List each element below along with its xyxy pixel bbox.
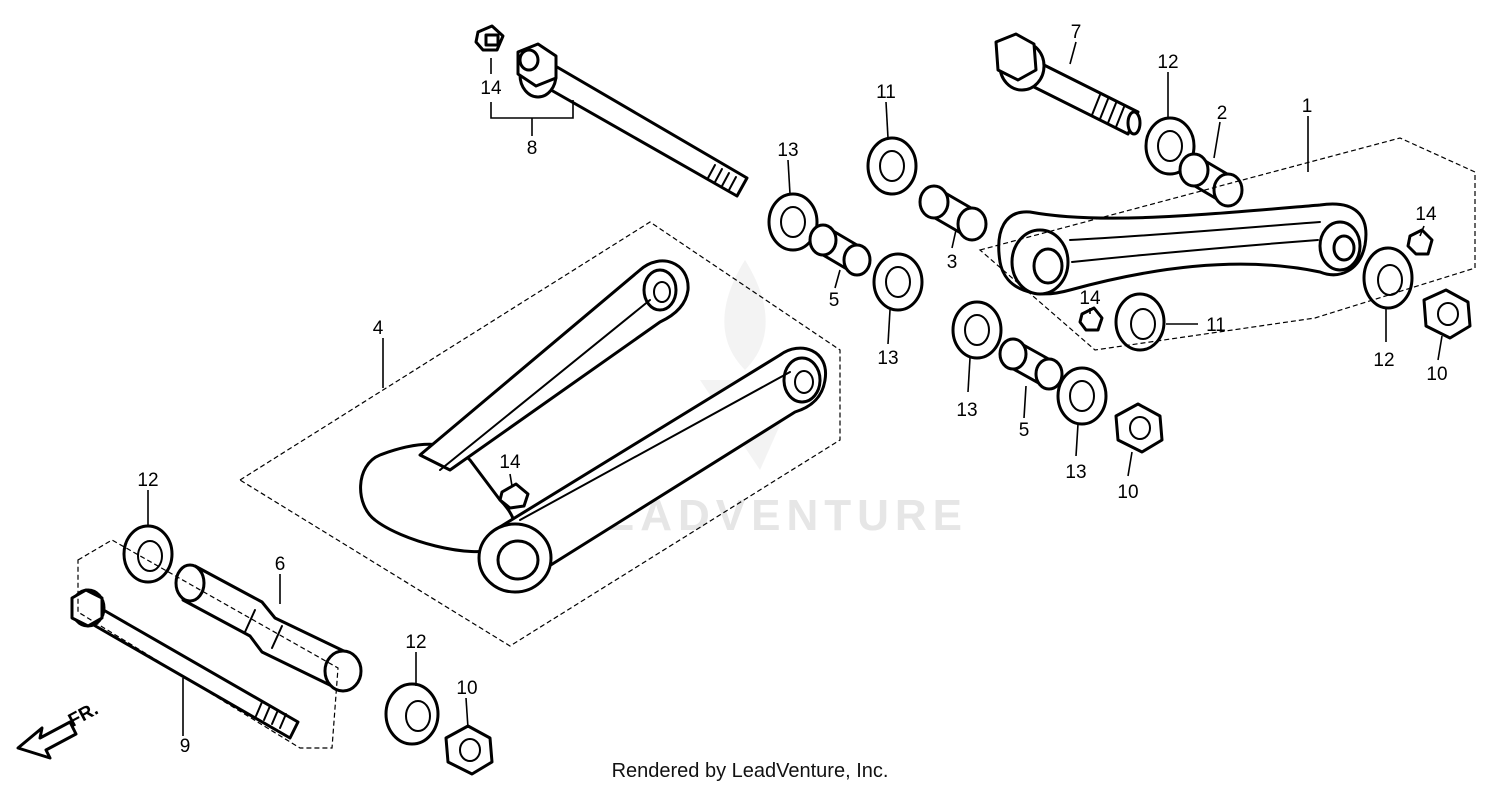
callout-13-d: 13 [1065, 462, 1086, 483]
collar-part-2[interactable] [1178, 152, 1244, 208]
callout-12-left: 12 [137, 470, 158, 491]
dust-seal-part-13-c[interactable] [951, 300, 1003, 360]
callout-5-lower: 5 [1019, 420, 1030, 441]
grease-nipple-14-mid[interactable] [1078, 306, 1104, 332]
dust-seal-part-13-b[interactable] [872, 252, 924, 312]
callout-10-bottom: 10 [456, 678, 477, 699]
bushing-part-5-b[interactable] [998, 337, 1064, 391]
grease-nipple-14-right[interactable] [1406, 228, 1434, 256]
callout-14-rod: 14 [499, 452, 521, 473]
callout-11-top: 11 [876, 82, 896, 103]
connecting-rod-part-4[interactable] [359, 259, 827, 594]
link-arm-part-1[interactable] [997, 202, 1368, 296]
callout-2: 2 [1217, 103, 1228, 124]
callout-numbers: 1 2 3 4 5 5 6 7 8 9 10 10 10 11 11 12 12… [137, 22, 1447, 757]
callout-6: 6 [275, 554, 286, 575]
nut-part-10-bottom[interactable] [444, 724, 494, 776]
callout-9: 9 [180, 736, 191, 757]
callout-12-bottom: 12 [405, 632, 426, 653]
collar-part-3[interactable] [918, 184, 988, 242]
grease-nipple-14-top[interactable] [474, 24, 505, 52]
callout-13-b: 13 [877, 348, 898, 369]
grease-nipple-14-rod[interactable] [498, 482, 530, 510]
bolt-part-7[interactable] [994, 32, 1142, 136]
dust-seal-part-11-mid[interactable] [1114, 292, 1166, 352]
bolt-part-9[interactable] [70, 588, 300, 740]
nut-part-10-mid[interactable] [1114, 402, 1164, 454]
callout-13-c: 13 [956, 400, 977, 421]
callout-8: 8 [527, 138, 538, 159]
callout-14-top: 14 [480, 78, 502, 99]
callout-3: 3 [947, 252, 958, 273]
callout-5-upper: 5 [829, 290, 840, 311]
callout-14-right: 14 [1415, 204, 1437, 225]
bolt-part-8[interactable] [516, 42, 749, 198]
callout-14-mid: 14 [1079, 288, 1101, 309]
callout-12-right: 12 [1373, 350, 1394, 371]
dust-seal-part-12-right[interactable] [1362, 246, 1414, 310]
bushing-part-5-a[interactable] [808, 223, 872, 277]
dust-seal-part-11-top[interactable] [866, 136, 918, 196]
dust-seal-part-13-a[interactable] [767, 192, 819, 252]
callout-10-middle: 10 [1117, 482, 1138, 503]
footer-credit: Rendered by LeadVenture, Inc. [611, 760, 889, 782]
callout-11-mid: 11 [1206, 315, 1226, 336]
leader-lines [147, 41, 1443, 736]
callout-13-a: 13 [777, 140, 798, 161]
front-arrow-icon: FR. [16, 699, 102, 760]
callout-10-right: 10 [1426, 364, 1447, 385]
callout-1: 1 [1302, 96, 1313, 117]
group-outline-part-4 [238, 221, 841, 647]
dust-seal-part-12-bottom[interactable] [384, 682, 440, 746]
dust-seal-part-13-d[interactable] [1056, 366, 1108, 426]
group-outline-part-9 [77, 539, 339, 749]
group-outline-part-1 [978, 137, 1476, 351]
callout-7: 7 [1071, 22, 1082, 43]
dust-seal-part-12-left[interactable] [122, 524, 174, 584]
callout-12-top: 12 [1157, 52, 1178, 73]
callout-4: 4 [373, 318, 384, 339]
nut-part-10-right[interactable] [1422, 288, 1472, 340]
